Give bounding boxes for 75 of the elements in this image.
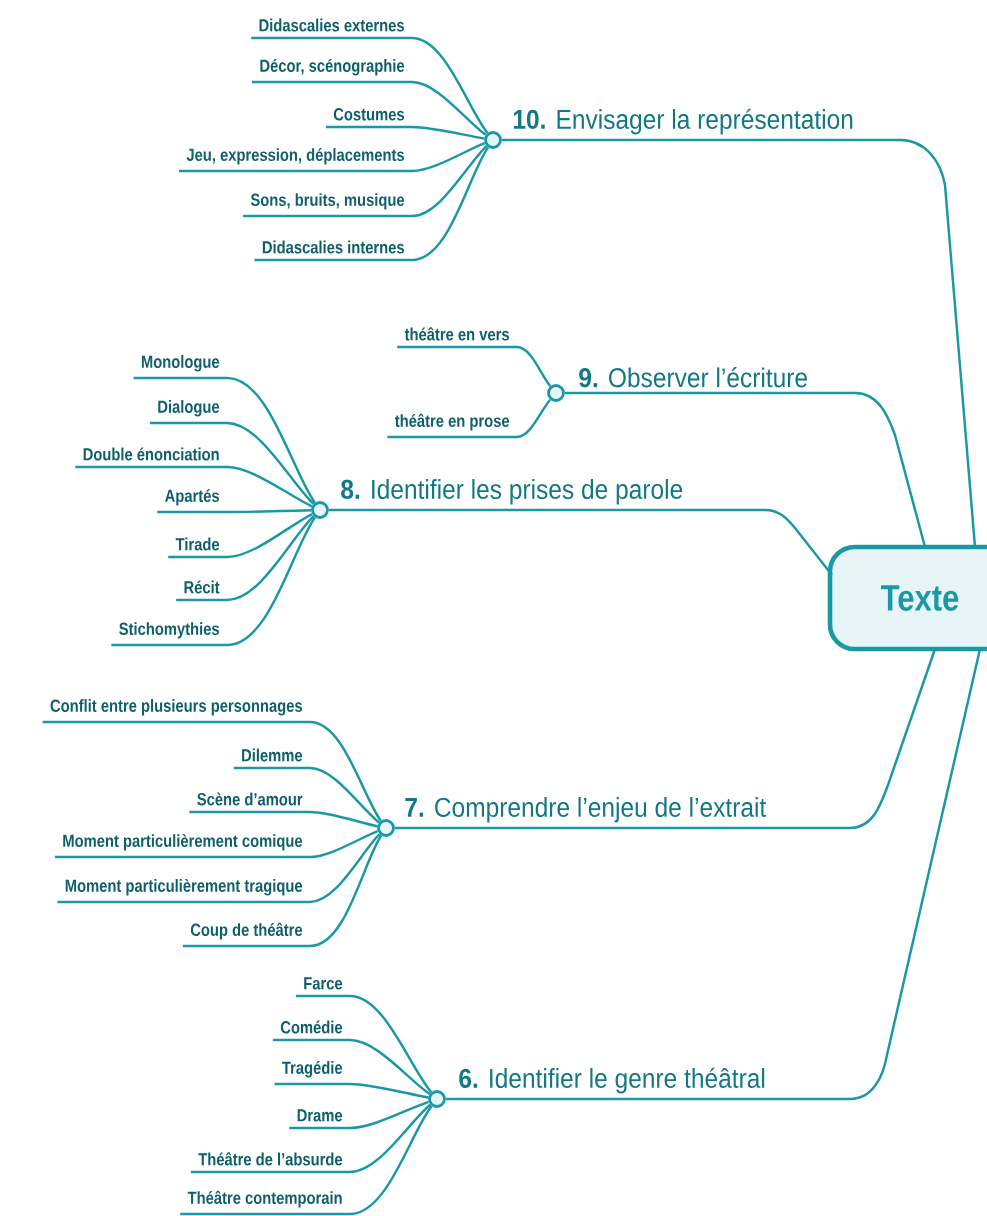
junction-circle [311,501,329,519]
connector-line [295,994,433,1093]
leaf-label: Tragédie [282,1060,343,1078]
leaf-label: Dialogue [158,400,220,417]
leaf-label: Didascalies externes [259,18,404,32]
connector-line [340,508,833,576]
connector-line [190,1103,431,1174]
leaf-label: Jeu, expression, déplacements [186,147,404,165]
connector-line [251,36,489,134]
junction-circle [377,819,395,837]
connector-line [254,146,490,262]
connector-line [394,826,404,830]
leaf-label: Sons, bruits, musique [250,193,405,210]
connector-line [404,648,937,830]
leaf-label: théâtre en prose [394,413,510,431]
leaf-label: Farce [304,977,343,990]
connector-line [111,516,316,647]
leaf-label: Conflit entre plusieurs personnages [50,699,302,716]
leaf-label: théâtre en vers [404,327,509,341]
branch-heading: 10. Envisager la représentation [513,108,853,135]
connector-line [445,1097,458,1101]
leaf-label: Monologue [141,355,220,372]
connector-line [387,398,552,439]
leaf-label: Tirade [175,537,220,551]
connector-line [179,142,486,173]
leaf-label: Moment particulièrement comique [63,833,303,851]
leaf-label: Apartés [165,488,219,506]
connector-line [272,1038,431,1095]
junction-circle [428,1090,446,1108]
leaf-label: Théâtre contemporain [187,1190,342,1208]
connector-line [564,391,578,395]
connector-line [243,145,488,218]
connector-line [578,391,927,548]
leaf-label: Coup de théâtre [190,922,303,940]
leaf-label: Récit [184,580,220,594]
leaf-label: Moment particulièrement tragique [65,878,303,896]
leaf-label: Scène d’amour [197,792,303,806]
connector-line [133,376,316,504]
leaf-label: Stichomythies [119,622,219,639]
central-box: Texte [827,544,987,652]
connector-line [176,515,315,602]
leaf-label: Comédie [280,1020,343,1034]
connector-line [325,125,485,140]
leaf-label: Théâtre de l’absurde [198,1152,343,1166]
connector-line [233,766,380,824]
leaf-label: Didascalies internes [262,240,404,254]
connector-line [328,508,340,512]
connector-line [289,1100,429,1130]
connector-line [149,421,315,505]
connector-line [168,512,313,559]
connector-line [182,834,383,948]
junction-circle [547,384,565,402]
branch-heading: 8. Identifier les prises de parole [341,479,683,505]
connector-line [274,1082,429,1099]
leaf-label: Décor, scénographie [260,58,405,76]
branch-heading: 7. Comprendre l’enjeu de l’extrait [405,797,767,823]
leaf-label: Costumes [333,108,404,121]
connector-line [458,648,982,1101]
connector-line [180,1105,433,1216]
leaf-label: Drame [297,1109,343,1122]
connector-line [397,345,552,387]
leaf-label: Dilemme [242,748,303,762]
connector-line [252,80,487,136]
leaf-label: Double énonciation [83,447,219,461]
connector-line [189,810,378,828]
connector-line [42,720,382,822]
connector-line [157,509,312,514]
branch-heading: 9. Observer l’écriture [579,367,807,388]
connector-line [75,465,313,508]
connector-line [501,138,512,142]
connector-line [512,138,977,548]
connector-line [54,830,379,859]
junction-circle [484,131,502,149]
branch-heading: 6. Identifier le genre théâtral [459,1067,765,1094]
connector-line [57,833,381,904]
